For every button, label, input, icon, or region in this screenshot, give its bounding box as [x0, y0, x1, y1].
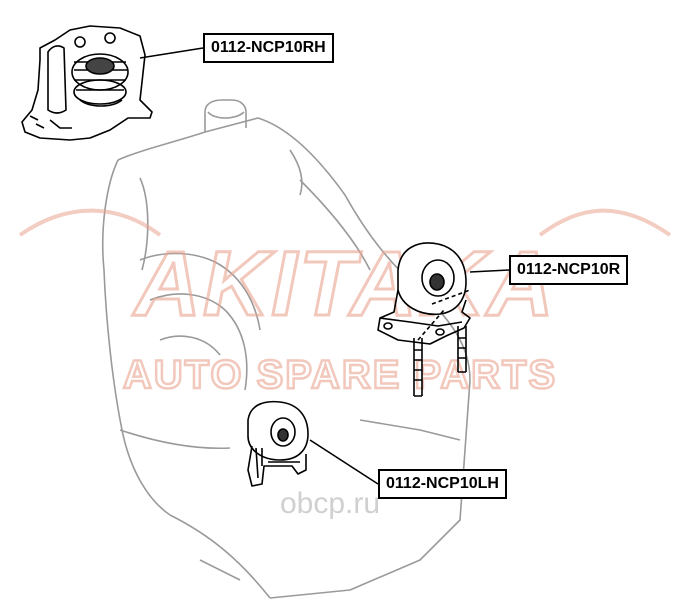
leader-rh	[139, 47, 204, 59]
leader-r	[469, 269, 510, 273]
mount-r-drawing	[377, 242, 471, 397]
watermark-tagline: AUTO SPARE PARTS	[123, 353, 557, 397]
watermark-logo: AKITAKA AUTO SPARE PARTS оbсp.ru	[18, 208, 672, 520]
watermark-site: оbсp.ru	[280, 487, 380, 520]
leader-lines	[139, 47, 510, 485]
part-label-r: 0112-NCP10R	[509, 255, 629, 285]
leader-lh	[309, 439, 379, 485]
watermark-arc-left	[18, 208, 162, 237]
watermark-brand: AKITAKA	[132, 233, 555, 335]
watermark-arc-right	[538, 208, 672, 237]
part-label-lh: 0112-NCP10LH	[378, 469, 507, 499]
part-label-rh: 0112-NCP10RH	[203, 33, 334, 63]
engine-outline	[101, 99, 471, 599]
mount-lh-drawing	[247, 400, 309, 487]
mount-rh-drawing	[21, 25, 153, 141]
